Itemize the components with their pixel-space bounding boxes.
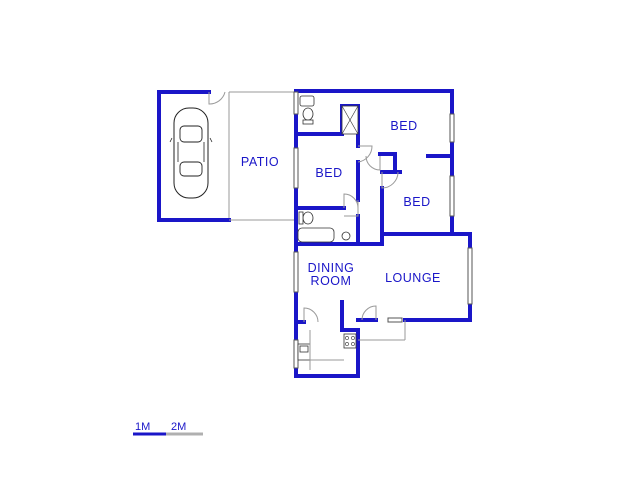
- window: [449, 113, 455, 143]
- door: [357, 145, 373, 163]
- stove-icon: [343, 333, 357, 349]
- door: [361, 305, 377, 321]
- window: [293, 339, 299, 369]
- bathtub-icon: [297, 227, 335, 243]
- room-label-dining-room: ROOM: [311, 274, 352, 288]
- door: [303, 307, 319, 323]
- toilet-icon: [302, 107, 314, 121]
- window: [467, 247, 473, 305]
- door: [343, 193, 359, 209]
- window: [293, 91, 299, 115]
- room-label-dining: DINING: [308, 261, 355, 275]
- room-label-bed-main: BED: [390, 119, 417, 133]
- door: [381, 171, 399, 189]
- room-label-patio: PATIO: [241, 155, 279, 169]
- door-jamb: [344, 200, 359, 217]
- room-label-bed-3: BED: [403, 195, 430, 209]
- window: [387, 317, 403, 323]
- windows: [293, 91, 473, 369]
- toilet-icon: [302, 211, 314, 225]
- room-label-bed-2: BED: [315, 166, 342, 180]
- scale-label-2m: 2M: [171, 421, 186, 433]
- internal-walls: [294, 104, 454, 332]
- car-icon: [169, 107, 213, 199]
- scale-label-1m: 1M: [135, 421, 150, 433]
- basin-icon: [341, 231, 351, 241]
- scale-bar: 1M 2M: [133, 421, 203, 436]
- door: [365, 155, 381, 171]
- garage-side-door: [208, 91, 226, 105]
- room-label-lounge: LOUNGE: [385, 271, 441, 285]
- fixtures: [297, 95, 359, 370]
- garage: [157, 90, 296, 222]
- window: [293, 147, 299, 189]
- window: [293, 251, 299, 293]
- basin-icon: [299, 95, 315, 107]
- doors: [303, 145, 406, 341]
- window: [449, 175, 455, 217]
